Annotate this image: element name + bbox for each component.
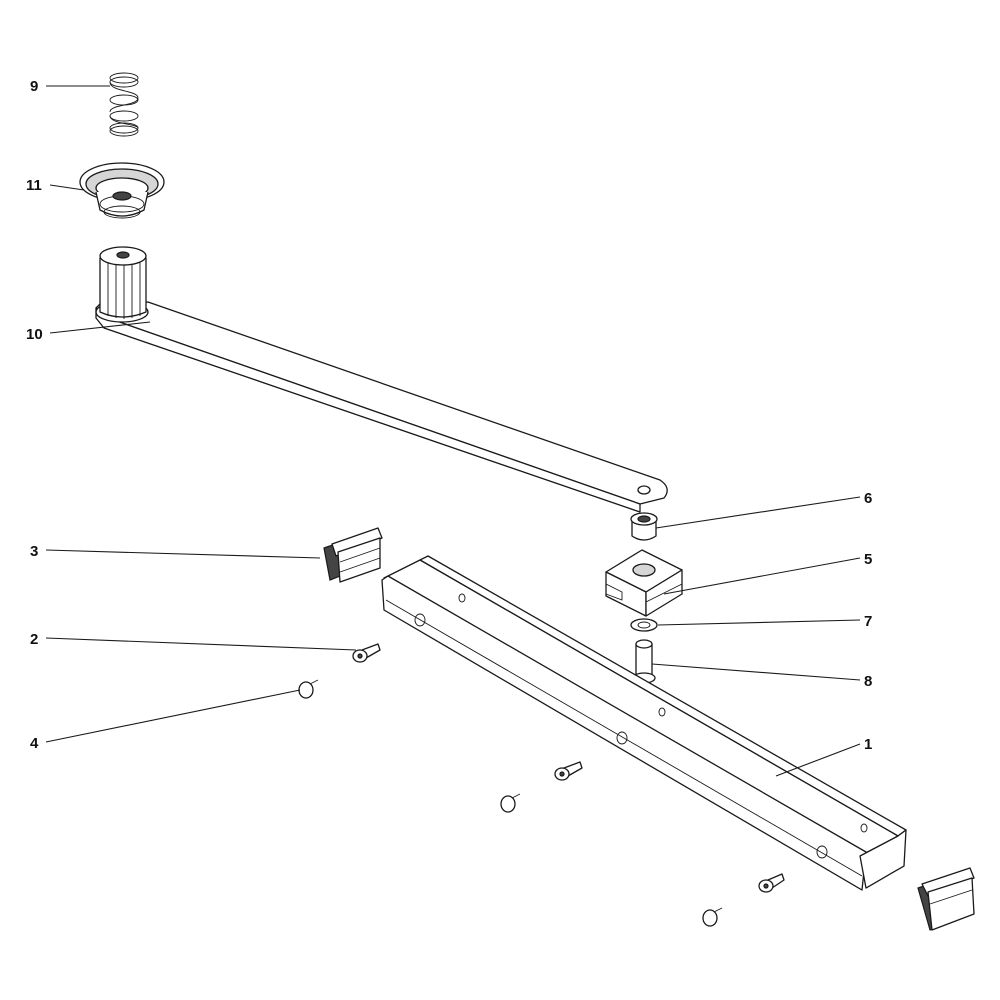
callout-3: 3 <box>30 543 38 560</box>
leader-7 <box>657 619 861 626</box>
callout-1: 1 <box>864 736 872 753</box>
part-3-end-cap[interactable] <box>323 527 383 583</box>
part-9-spring[interactable] <box>109 72 139 137</box>
callout-10: 10 <box>26 326 43 343</box>
leader-6 <box>655 496 861 529</box>
leader-2 <box>45 637 357 651</box>
callout-9: 9 <box>30 78 38 95</box>
screw-middle[interactable] <box>554 761 583 781</box>
leader-10 <box>49 321 151 334</box>
part-6-bushing[interactable] <box>630 512 658 541</box>
callout-8: 8 <box>864 673 872 690</box>
leader-4 <box>45 689 301 743</box>
leader-5 <box>663 557 861 595</box>
part-7-washer[interactable] <box>630 618 658 632</box>
callout-labels: 9 11 10 6 3 5 2 7 8 4 1 <box>26 78 872 753</box>
part-5-slider-block[interactable] <box>605 549 683 617</box>
leader-8 <box>651 663 861 681</box>
screw-right[interactable] <box>758 873 785 893</box>
part-10-arm[interactable] <box>95 246 668 513</box>
leader-11 <box>49 184 85 191</box>
part-11-cup[interactable] <box>79 162 165 219</box>
callout-7: 7 <box>864 613 872 630</box>
part-1-channel-rail[interactable] <box>381 555 907 891</box>
rivet-middle[interactable] <box>500 793 521 813</box>
callout-4: 4 <box>30 735 39 752</box>
callout-11: 11 <box>26 177 42 194</box>
rivet-right[interactable] <box>702 907 723 927</box>
leader-1 <box>775 743 861 777</box>
leader-3 <box>45 549 321 559</box>
end-cap-right[interactable] <box>917 867 975 931</box>
callout-6: 6 <box>864 490 872 507</box>
leader-lines <box>45 85 861 777</box>
callout-5: 5 <box>864 551 872 568</box>
part-4-rivet[interactable] <box>298 679 319 699</box>
part-2-screw[interactable] <box>352 643 381 663</box>
callout-2: 2 <box>30 631 38 648</box>
